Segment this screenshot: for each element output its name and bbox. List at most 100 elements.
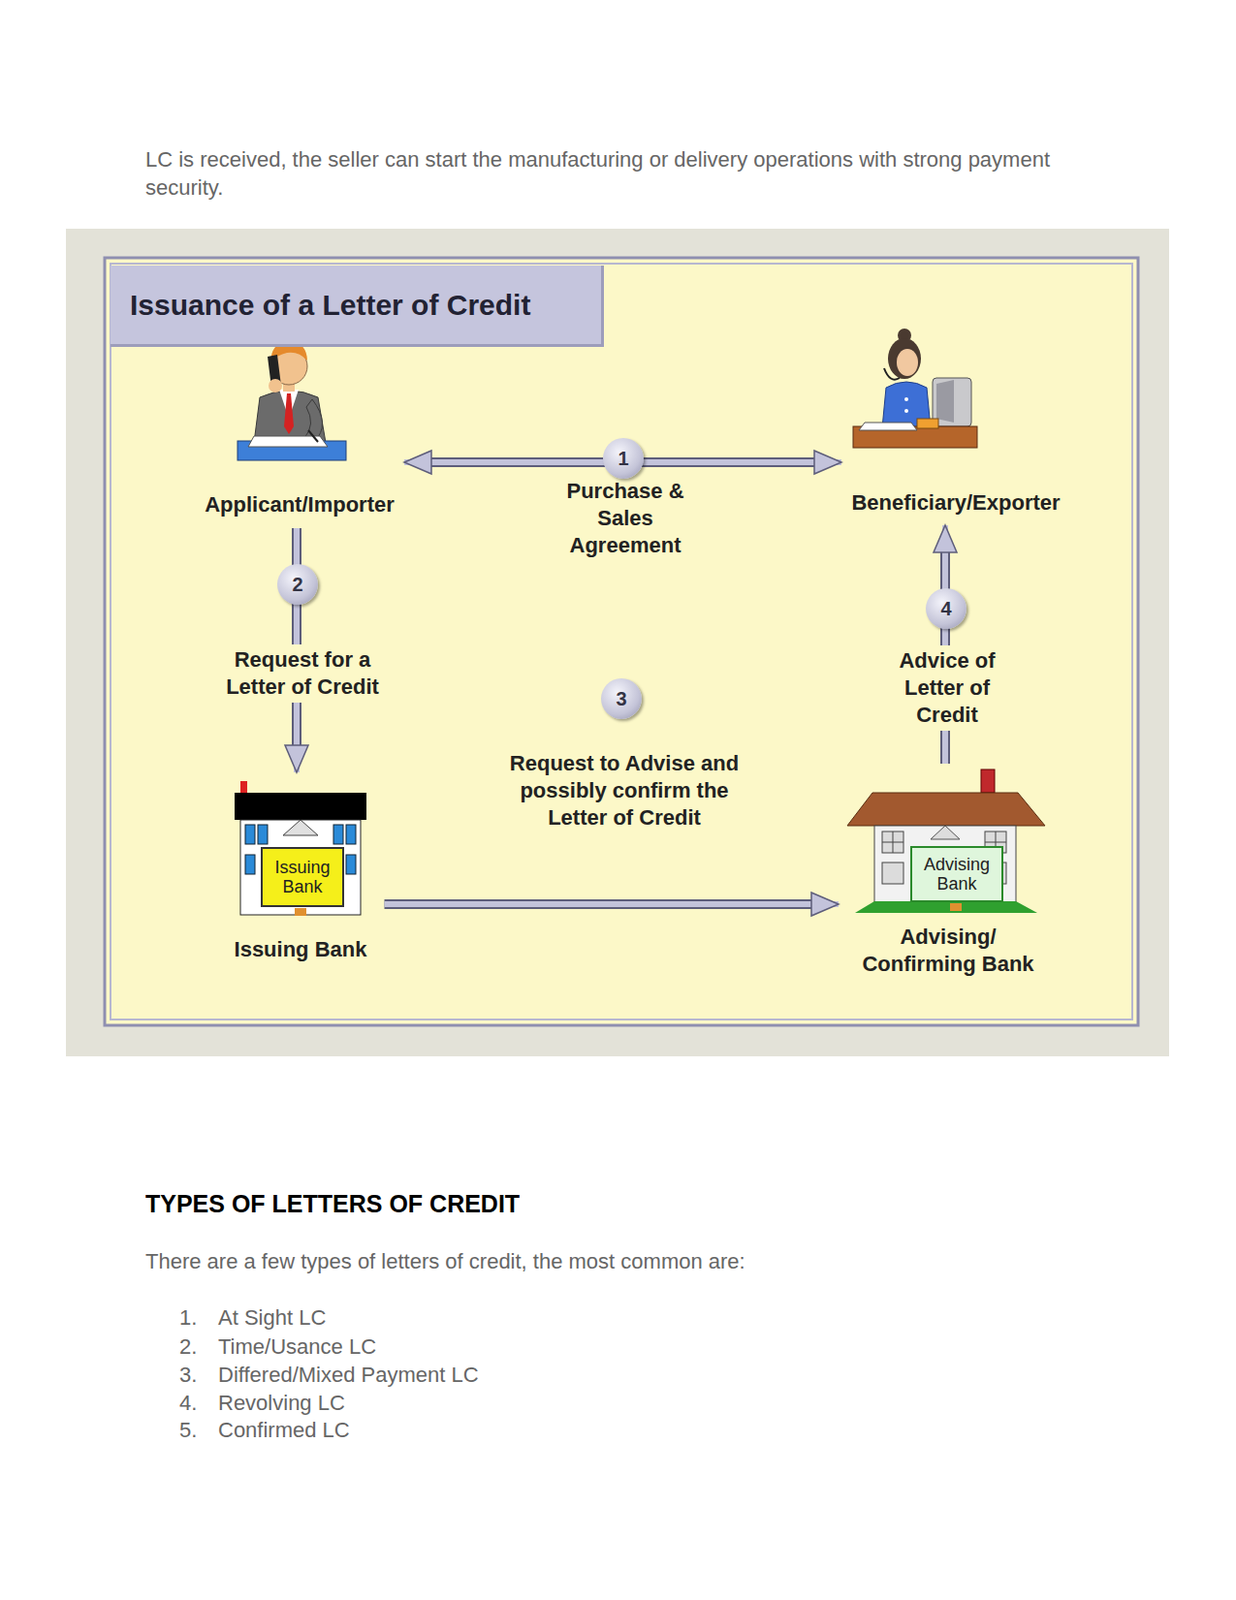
callout-number: 2 — [277, 564, 318, 605]
importer-figure — [304, 399, 323, 443]
list-number-box: 1. — [179, 1303, 215, 1332]
list-number: 5. — [179, 1416, 215, 1445]
issuing-bank-building — [346, 824, 356, 845]
edge-label: Request to Advise and possibly confirm t… — [503, 748, 746, 834]
issuing-bank-building — [294, 908, 307, 917]
advising-bank-building — [981, 769, 995, 793]
advising-bank-building — [984, 842, 1007, 844]
importer-figure — [253, 390, 326, 444]
list-item-box: Differed/Mixed Payment LC — [218, 1361, 800, 1390]
bank-sign-box: Issuing Bank — [266, 857, 339, 897]
list-number: 3. — [179, 1361, 215, 1390]
advising-bank-building — [847, 792, 1046, 826]
section-heading-box: TYPES OF LETTERS OF CREDIT — [145, 1190, 824, 1218]
title-box: Issuance of a Letter of Credit — [110, 265, 604, 348]
image-ground — [65, 228, 1170, 1057]
body-text: There are a few types of letters of cred… — [145, 1247, 1115, 1276]
body-text-box: LC is received, the seller can start the… — [145, 145, 1115, 202]
issuing-bank-building — [245, 824, 255, 845]
list-item-box: Time/Usance LC — [218, 1332, 800, 1362]
advising-bank-building — [874, 825, 1016, 904]
advising-bank-building — [930, 825, 960, 840]
exporter-figure — [936, 380, 954, 423]
issuing-bank-building — [245, 855, 255, 875]
advising-bank-building — [882, 831, 904, 854]
importer-figure — [248, 436, 328, 447]
issuing-bank-building — [257, 824, 268, 845]
node-label: Applicant/Importer — [204, 491, 395, 519]
callout-number-box: 1 — [602, 438, 644, 479]
exporter-figure — [853, 328, 978, 448]
issuing-bank-building — [283, 820, 318, 836]
callout-number-box: 3 — [601, 678, 642, 720]
list-number-box: 2. — [179, 1332, 215, 1362]
section-heading: TYPES OF LETTERS OF CREDIT — [145, 1190, 824, 1218]
importer-figure — [308, 430, 318, 443]
connectors — [296, 462, 946, 905]
list-number-box: 4. — [179, 1389, 215, 1418]
advising-bank-building — [911, 847, 1003, 902]
issuing-bank-building — [346, 855, 356, 875]
node-label: Beneficiary/Exporter — [851, 489, 1060, 517]
panel-frame — [110, 263, 1133, 1020]
advising-bank-building — [882, 862, 904, 885]
node-label: Advising/ Confirming Bank — [855, 923, 1041, 979]
edge-label-box: Request for a Letter of Credit — [220, 644, 385, 703]
party-node: Applicant/Importer — [198, 334, 401, 523]
list-item-box: Revolving LC — [218, 1389, 800, 1418]
edge-label-box: Request to Advise and possibly confirm t… — [503, 748, 746, 834]
issuing-bank-building — [234, 781, 367, 917]
issuing-bank-building — [234, 792, 367, 821]
exporter-figure — [884, 368, 900, 381]
body-text-box: There are a few types of letters of cred… — [145, 1247, 1115, 1276]
callout-number: 1 — [602, 438, 644, 479]
list-item-box: At Sight LC — [218, 1303, 800, 1332]
issuing-bank-building — [333, 824, 344, 845]
list-number: 4. — [179, 1389, 215, 1418]
list-number-box: 5. — [179, 1416, 215, 1445]
callout-number-box: 2 — [277, 564, 318, 605]
advising-bank-building — [847, 769, 1046, 914]
edge-label-box: Purchase & Sales Agreement — [537, 475, 715, 562]
issuing-bank-building — [261, 848, 344, 907]
exporter-figure — [904, 409, 909, 413]
exporter-figure — [896, 348, 919, 377]
issuing-bank-building — [240, 781, 248, 794]
callout-number: 3 — [601, 678, 642, 720]
diagram-panel — [104, 257, 1139, 1026]
callout-number-box: 4 — [925, 588, 967, 630]
list-item: Confirmed LC — [218, 1416, 800, 1445]
list-item: Differed/Mixed Payment LC — [218, 1361, 800, 1390]
list-number-box: 3. — [179, 1361, 215, 1390]
advising-bank-building — [855, 901, 1038, 914]
connector-outlines — [296, 462, 946, 905]
list-item: Time/Usance LC — [218, 1332, 800, 1362]
edge-label: Advice of Letter of Credit — [870, 645, 1025, 731]
party-node: Beneficiary/Exporter — [845, 334, 1067, 521]
advising-bank-building — [950, 903, 962, 912]
bank-sign: Advising Bank — [917, 855, 997, 894]
edge-label-box: Advice of Letter of Credit — [870, 645, 1025, 731]
diagram-title: Issuance of a Letter of Credit — [129, 288, 531, 322]
body-text: LC is received, the seller can start the… — [145, 145, 1115, 202]
importer-figure — [268, 379, 283, 393]
list-number: 2. — [179, 1332, 215, 1362]
callout-number: 4 — [925, 588, 967, 630]
exporter-figure — [917, 418, 939, 429]
list-item-box: Confirmed LC — [218, 1416, 800, 1445]
list-number: 1. — [179, 1303, 215, 1332]
exporter-figure — [887, 338, 921, 380]
importer-figure — [284, 393, 294, 435]
exporter-figure — [904, 397, 909, 402]
advising-bank-building — [882, 842, 904, 844]
edge-label: Purchase & Sales Agreement — [537, 475, 715, 562]
exporter-figure — [858, 422, 918, 431]
node-label: Issuing Bank — [234, 936, 368, 964]
edge-label: Request for a Letter of Credit — [220, 644, 385, 703]
list-item: Revolving LC — [218, 1389, 800, 1418]
importer-figure — [237, 343, 347, 461]
bank-sign-box: Advising Bank — [917, 855, 997, 894]
bank-sign: Issuing Bank — [266, 857, 339, 897]
